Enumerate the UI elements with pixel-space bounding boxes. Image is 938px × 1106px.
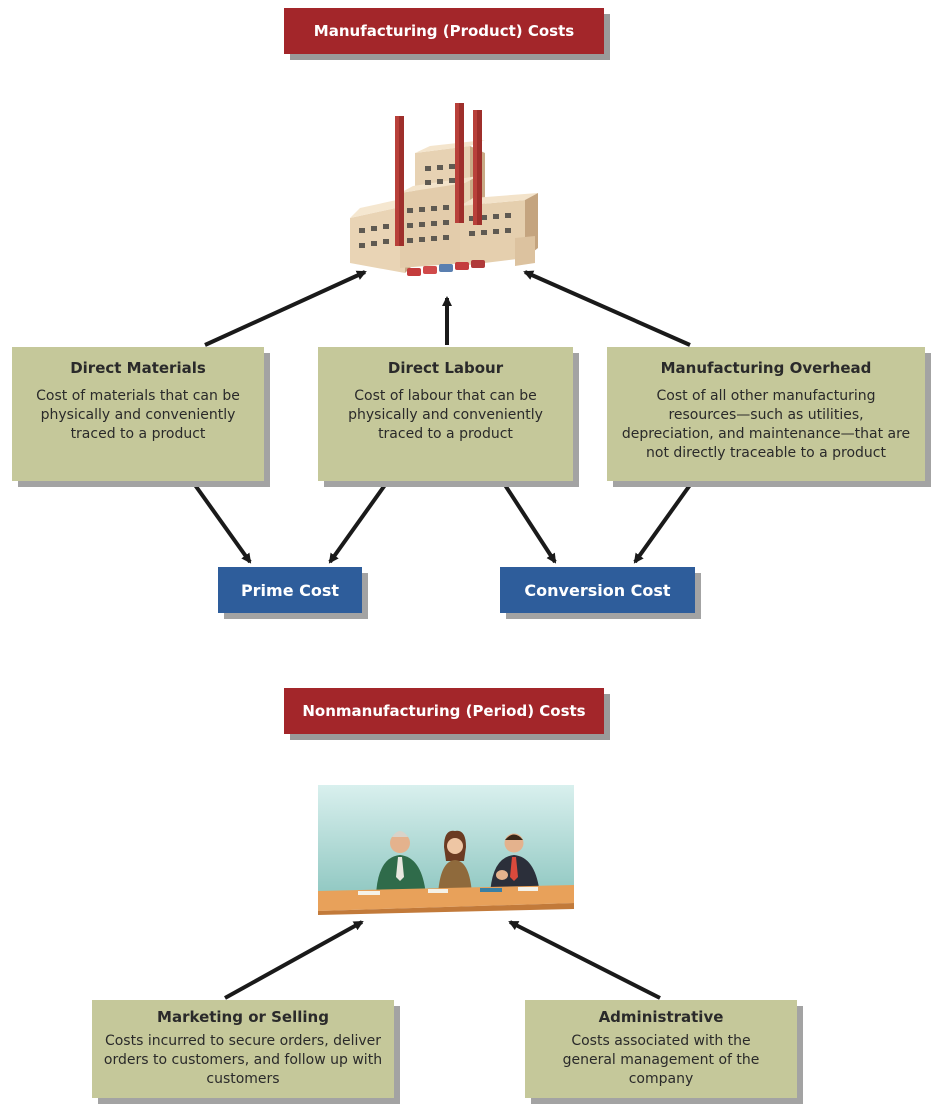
factory-illustration bbox=[350, 103, 538, 276]
direct-materials-title: Direct Materials bbox=[70, 359, 206, 377]
arrow-materials-to-prime bbox=[193, 483, 252, 564]
meeting-illustration bbox=[318, 785, 574, 915]
nonmanufacturing-costs-header: Nonmanufacturing (Period) Costs bbox=[284, 688, 604, 734]
marketing-selling-desc: Costs incurred to secure orders, deliver… bbox=[103, 1033, 383, 1087]
arrow-materials-to-factory bbox=[204, 270, 367, 347]
direct-labour-box: Direct Labour Cost of labour that can be… bbox=[318, 347, 573, 481]
arrow-marketing-to-meeting bbox=[224, 920, 364, 1000]
marketing-selling-title: Marketing or Selling bbox=[157, 1008, 329, 1026]
direct-labour-title: Direct Labour bbox=[387, 359, 504, 377]
administrative-box: Administrative Costs associated with the… bbox=[525, 1000, 797, 1098]
marketing-selling-box: Marketing or Selling Costs incurred to s… bbox=[92, 1000, 394, 1098]
arrow-overhead-to-factory bbox=[523, 270, 691, 347]
arrow-administrative-to-meeting bbox=[508, 920, 661, 1000]
arrow-labour-to-prime bbox=[328, 483, 387, 564]
conversion-cost-box: Conversion Cost bbox=[500, 567, 695, 613]
direct-labour-desc: Cost of labour that can be physically an… bbox=[348, 388, 543, 442]
arrow-overhead-to-conversion bbox=[633, 483, 692, 564]
manufacturing-overhead-title: Manufacturing Overhead bbox=[660, 359, 872, 377]
manufacturing-costs-header: Manufacturing (Product) Costs bbox=[284, 8, 604, 54]
direct-materials-box: Direct Materials Cost of materials that … bbox=[12, 347, 264, 481]
administrative-title: Administrative bbox=[598, 1008, 724, 1026]
arrow-labour-to-conversion bbox=[503, 483, 557, 564]
manufacturing-overhead-desc: Cost of all other manufacturing resource… bbox=[621, 388, 911, 461]
direct-materials-desc: Cost of materials that can be physically… bbox=[36, 388, 240, 442]
manufacturing-overhead-box: Manufacturing Overhead Cost of all other… bbox=[607, 347, 925, 481]
administrative-desc: Costs associated with the general manage… bbox=[562, 1033, 760, 1087]
prime-cost-box: Prime Cost bbox=[218, 567, 362, 613]
